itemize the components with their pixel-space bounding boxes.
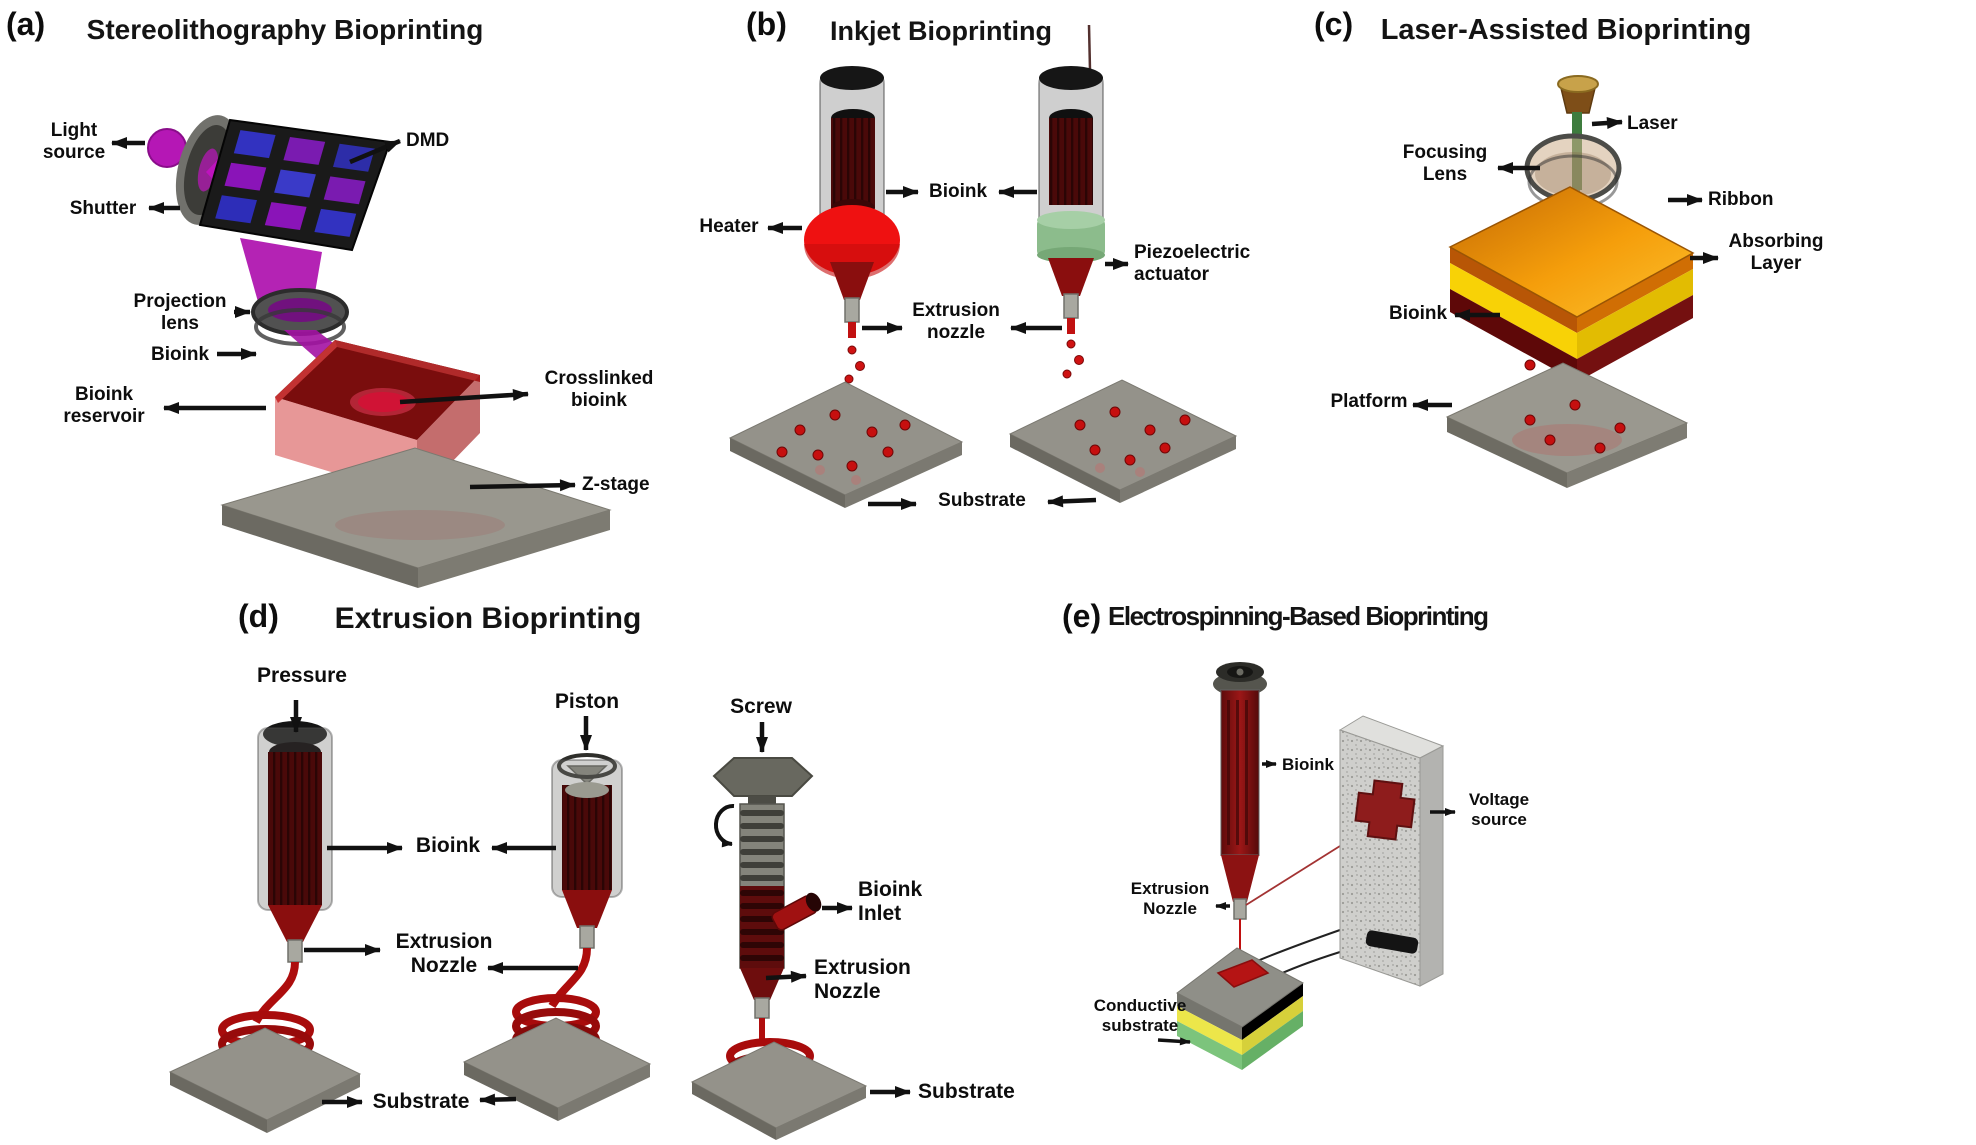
panel-e-illustration (1157, 662, 1456, 1070)
substrate-left-plate (728, 381, 964, 508)
label-focusing-lens: Focusing Lens (1402, 142, 1488, 186)
label-laser: Laser (1627, 113, 1678, 134)
arrow-crosslinked-bioink (399, 388, 529, 405)
platform-shape (1445, 362, 1689, 488)
conductive-substrate-stack (1176, 947, 1304, 1070)
pneumatic-syringe (218, 721, 333, 1077)
z-stage-platform (220, 447, 612, 588)
voltage-source-box (1338, 715, 1445, 987)
label-light-source: Light source (42, 120, 106, 164)
stack-top-face (1176, 947, 1304, 1028)
label-crosslinked-bioink: Crosslinked bioink (544, 368, 654, 412)
slot-shape (1365, 930, 1419, 954)
focusing-lens-shape (1524, 133, 1622, 210)
piston-syringe (512, 753, 623, 1058)
absorbing-layer-shape (1450, 263, 1577, 359)
panel-d-illustration (168, 700, 911, 1140)
panel-c-title: Laser-Assisted Bioprinting (1380, 14, 1752, 46)
printed-deposit (1218, 960, 1268, 987)
label-extrusion-nozzle-d-left: Extrusion Nozzle (395, 930, 493, 978)
arrow-laser (1591, 117, 1623, 129)
panel-e-tag: (e) (1062, 598, 1102, 634)
plus-symbol (1354, 779, 1416, 841)
projection-lens-shape (251, 288, 349, 346)
panel-a-tag: (a) (6, 6, 46, 42)
panel-a-illustration (111, 115, 612, 588)
arrow-conductive-substrate (1157, 1037, 1191, 1046)
label-bioink-c: Bioink (1388, 303, 1448, 324)
label-bioink-inlet: Bioink Inlet (858, 878, 923, 926)
screw-head (712, 757, 814, 797)
screw-extruder (712, 757, 822, 1088)
dmd-micromirrors (215, 130, 375, 237)
bioink-layer-shape (1450, 289, 1577, 382)
thermal-printhead (804, 66, 900, 384)
arrow-z-stage (469, 479, 576, 492)
label-shutter: Shutter (69, 198, 137, 219)
electrospinning-syringe (1213, 662, 1267, 974)
label-extrusion-nozzle-e: Extrusion Nozzle (1130, 879, 1210, 918)
label-extrusion-nozzle-b: Extrusion nozzle (912, 300, 1000, 344)
panel-e-title: Electrospinning-Based Bioprinting (1108, 601, 1489, 631)
label-bioink-d: Bioink (415, 834, 481, 857)
substrate-plate-pneumatic (168, 1027, 362, 1133)
wire-red (1245, 845, 1341, 906)
label-bioink-b: Bioink (928, 181, 988, 202)
panel-c-illustration (1412, 75, 1719, 488)
arrow-extrusion-nozzle-screw (765, 970, 807, 983)
bioink-inlet-shape (771, 892, 822, 931)
crosslinked-bioink-blob (350, 388, 416, 416)
label-heater: Heater (699, 216, 759, 237)
label-absorbing-layer: Absorbing Layer (1728, 231, 1824, 275)
substrate-right-plate (1008, 379, 1238, 503)
piezoelectric-actuator-shape (1037, 211, 1105, 263)
arrow-substrate-d-mid (479, 1093, 517, 1106)
label-platform: Platform (1330, 391, 1408, 412)
label-substrate-d-left: Substrate (372, 1090, 470, 1113)
label-piezoelectric-actuator: Piezoelectric actuator (1134, 242, 1251, 286)
label-pressure: Pressure (257, 664, 347, 687)
panel-c-tag: (c) (1314, 6, 1354, 42)
substrate-plate-piston (462, 1017, 652, 1121)
rotation-arrow (713, 803, 735, 848)
ribbon-top-face (1448, 186, 1695, 318)
label-voltage-source: Voltage source (1468, 790, 1530, 829)
ribbon-stack (1448, 186, 1695, 382)
label-bioink-reservoir: Bioink reservoir (63, 384, 145, 428)
label-z-stage: Z-stage (582, 474, 650, 495)
substrate-plate-screw (690, 1041, 868, 1140)
panel-b-title: Inkjet Bioprinting (830, 16, 1052, 46)
arrow-dmd (349, 138, 401, 165)
label-screw: Screw (730, 695, 792, 718)
panel-b-tag: (b) (746, 6, 787, 42)
panel-d-title: Extrusion Bioprinting (334, 602, 642, 635)
label-ribbon: Ribbon (1708, 189, 1774, 210)
label-substrate-b: Substrate (938, 490, 1026, 511)
label-dmd: DMD (406, 130, 450, 151)
piezo-printhead (1037, 24, 1105, 379)
label-projection-lens: Projection lens (133, 291, 227, 335)
panel-b-illustration (728, 24, 1238, 510)
panel-d-tag: (d) (238, 598, 279, 634)
label-bioink-e: Bioink (1282, 755, 1334, 774)
arrow-substrate-b-right (1047, 495, 1097, 508)
label-bioink-a: Bioink (150, 344, 210, 365)
label-substrate-screw: Substrate (918, 1080, 1015, 1103)
label-extrusion-nozzle-screw: Extrusion Nozzle (814, 956, 911, 1004)
label-piston: Piston (554, 690, 620, 713)
panel-a-title: Stereolithography Bioprinting (86, 14, 484, 45)
label-conductive-substrate: Conductive substrate (1093, 996, 1187, 1035)
